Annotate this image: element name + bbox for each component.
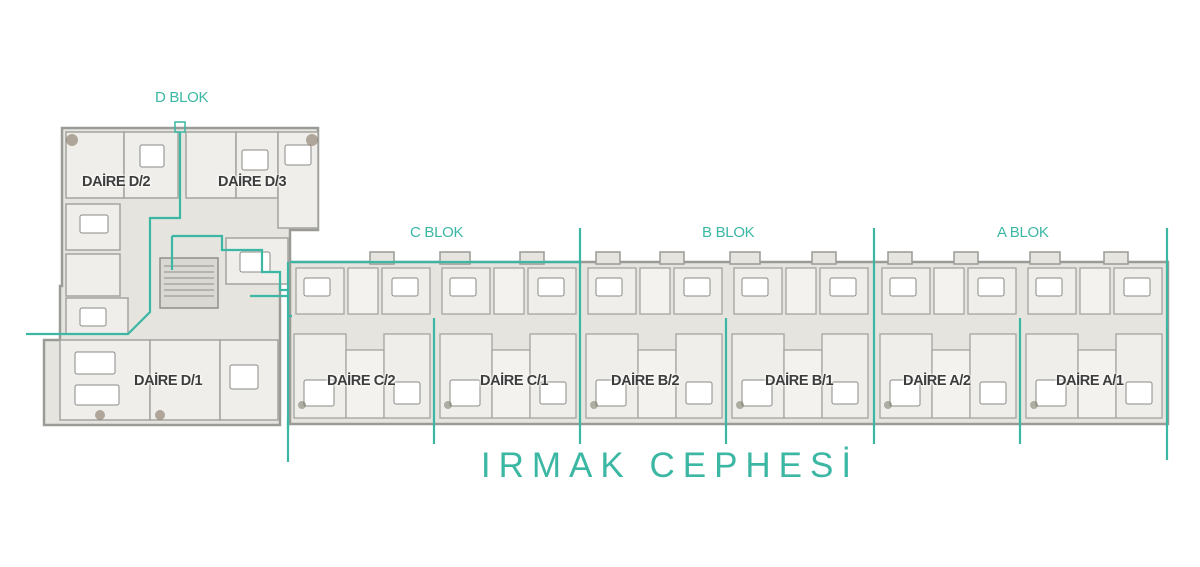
unit-b2-label: DAİRE B/2: [611, 373, 680, 389]
unit-c1-label: DAİRE C/1: [480, 373, 549, 389]
unit-a1-label: DAİRE A/1: [1056, 373, 1124, 389]
unit-b1-label: DAİRE B/1: [765, 373, 834, 389]
d-block-plan: [42, 126, 320, 427]
unit-d3-label: DAİRE D/3: [218, 174, 287, 190]
unit-rooms: [293, 267, 1163, 419]
unit-d1-label: DAİRE D/1: [134, 373, 203, 389]
unit-d2-label: DAİRE D/2: [82, 174, 151, 190]
a-b-c-block-plan: [288, 251, 1170, 426]
b-block-label: B BLOK: [702, 224, 755, 241]
unit-a2-label: DAİRE A/2: [903, 373, 971, 389]
unit-c2-label: DAİRE C/2: [327, 373, 396, 389]
c-block-label: C BLOK: [410, 224, 464, 241]
block-boundaries: [26, 121, 1169, 462]
d-block-label: D BLOK: [155, 89, 209, 106]
a-block-label: A BLOK: [997, 224, 1049, 241]
facade-label: IRMAK CEPHESİ: [480, 446, 860, 485]
